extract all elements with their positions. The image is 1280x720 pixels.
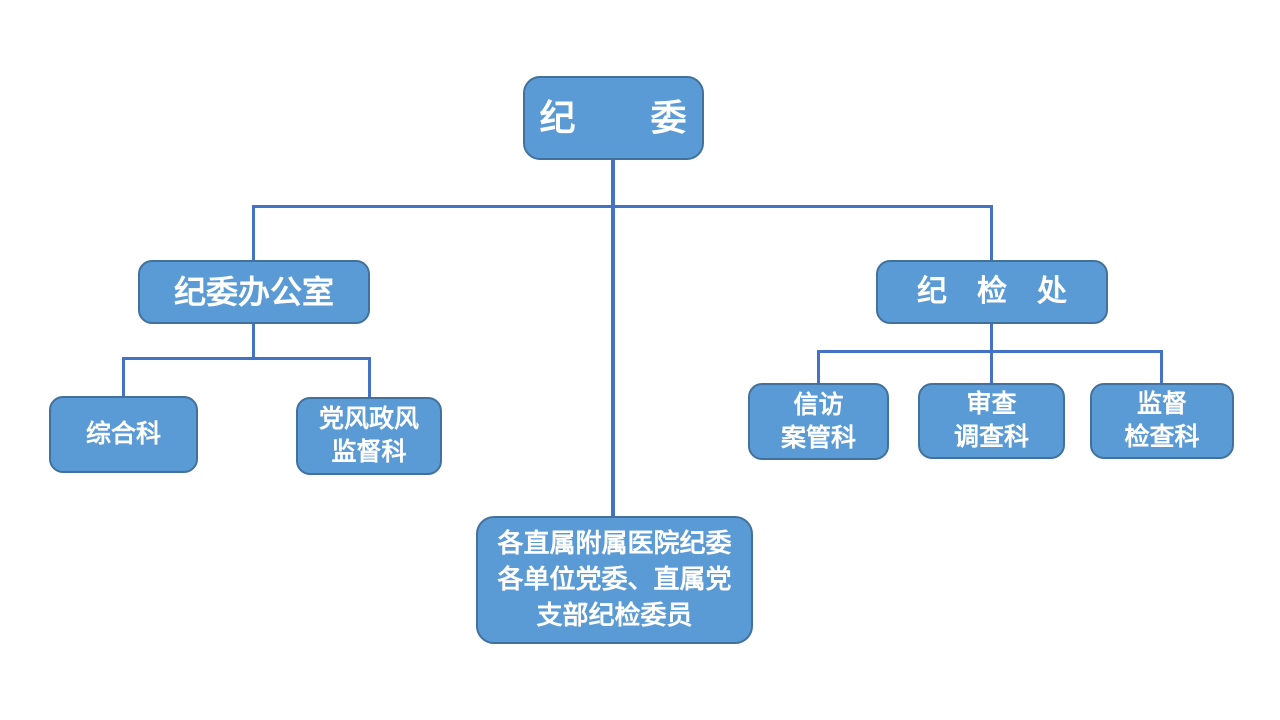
node-party-style-supervision-section: 党风政风 监督科	[296, 397, 442, 475]
connector-drop-to-inspection	[990, 205, 993, 261]
node-party-style-label: 党风政风 监督科	[318, 405, 419, 466]
connector-drop-to-petition-section	[817, 350, 820, 384]
connector-office-stem	[252, 323, 255, 359]
node-petition-label: 信访 案管科	[780, 390, 856, 452]
node-affiliated-hospitals-committees: 各直属附属医院纪委 各单位党委、直属党 支部纪检委员	[476, 516, 753, 644]
node-review-label: 审查 调查科	[953, 390, 1029, 451]
connector-root-to-hospitals	[611, 160, 615, 517]
connector-level1-horizontal	[252, 205, 993, 208]
connector-drop-to-general-section	[122, 357, 125, 397]
node-root-discipline-committee: 纪 委	[523, 76, 704, 160]
node-general-label: 综合科	[85, 420, 161, 448]
node-petition-case-management-section: 信访 案管科	[748, 383, 889, 460]
node-general-section: 综合科	[49, 396, 198, 473]
node-supervision-label: 监督 检查科	[1124, 390, 1200, 451]
connector-inspection-stem	[990, 323, 993, 352]
node-inspection-label: 纪 检 处	[917, 275, 1067, 309]
node-supervision-inspection-section: 监督 检查科	[1090, 383, 1234, 459]
node-discipline-committee-office: 纪委办公室	[138, 260, 370, 324]
node-office-label: 纪委办公室	[173, 273, 334, 310]
connector-drop-to-supervision-section	[1160, 350, 1163, 384]
connector-drop-to-office	[252, 205, 255, 261]
connector-office-children-horizontal	[122, 357, 371, 360]
node-root-label: 纪 委	[539, 97, 688, 139]
connector-drop-to-review-section	[990, 350, 993, 384]
connector-drop-to-party-style-section	[368, 357, 371, 398]
node-discipline-inspection-division: 纪 检 处	[876, 260, 1108, 324]
node-hospitals-label: 各直属附属医院纪委 各单位党委、直属党 支部纪检委员	[497, 528, 732, 630]
node-review-investigation-section: 审查 调查科	[918, 383, 1065, 459]
